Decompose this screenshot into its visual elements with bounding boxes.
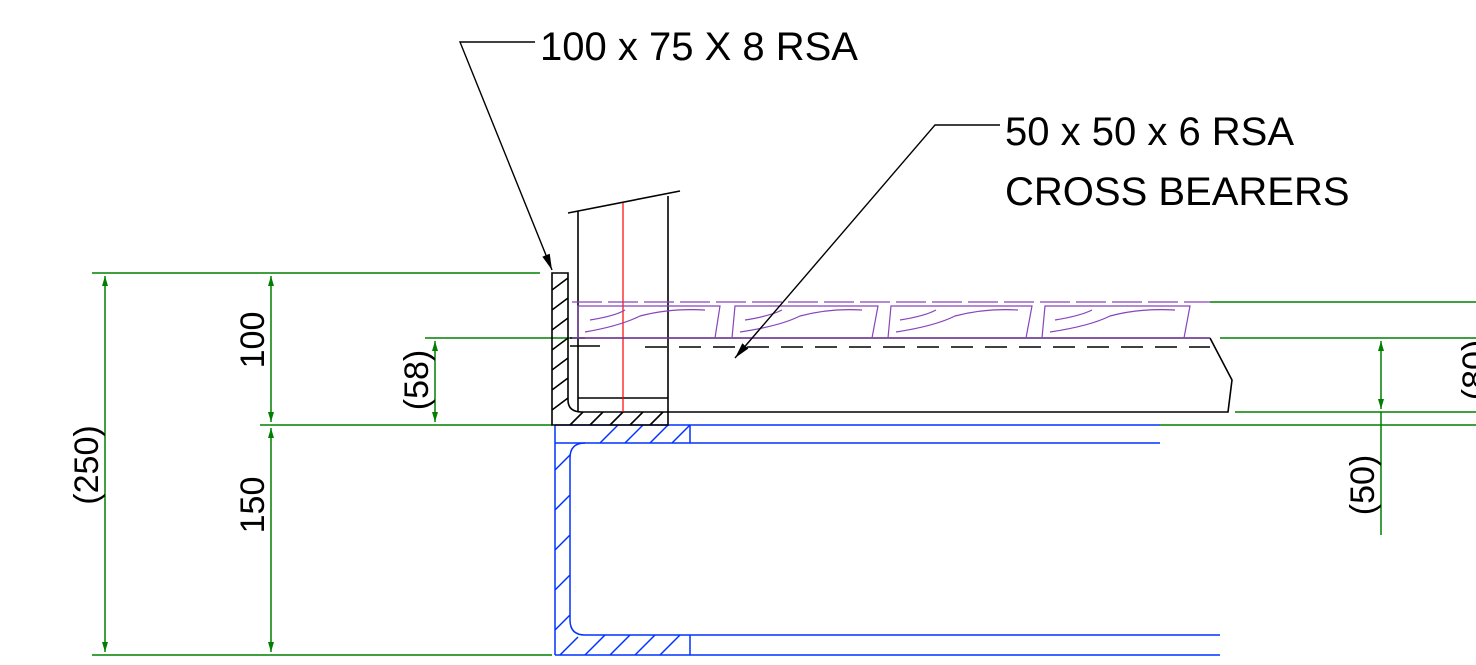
leader-lines <box>458 41 1000 359</box>
channel-section <box>554 424 1220 656</box>
rsa-angle <box>551 272 669 426</box>
dim-overall-label: (250) <box>68 425 106 504</box>
rsa-main-label: 100 x 75 X 8 RSA <box>540 25 858 69</box>
cross-bearer <box>570 337 1233 413</box>
dimension-lines <box>92 272 1476 656</box>
dim-lower-label: 150 <box>234 477 272 534</box>
cross-bearer-label-line2: CROSS BEARERS <box>1005 170 1350 214</box>
cross-bearer-label-line1: 50 x 50 x 6 RSA <box>1005 110 1294 154</box>
dim-deck-depth-label: (58) <box>398 350 436 410</box>
dim-right-partial-label: (80) <box>1456 340 1476 400</box>
dim-right-gap-label: (50) <box>1344 455 1382 515</box>
dim-upper-label: 100 <box>234 312 272 369</box>
timber-deck <box>572 301 1210 339</box>
